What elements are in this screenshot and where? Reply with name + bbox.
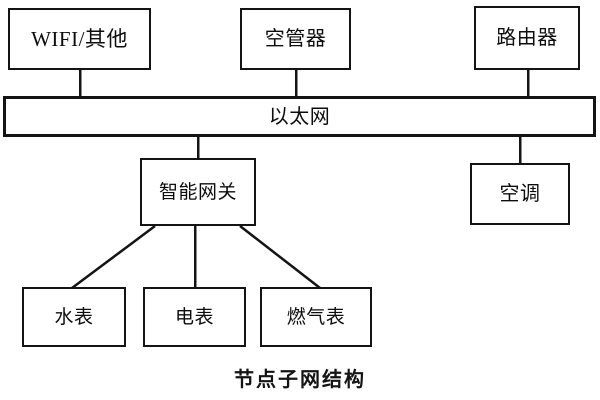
node-ethernet-bus[interactable]: 以太网 — [3, 96, 596, 137]
node-smart-gateway-label: 智能网关 — [158, 181, 237, 203]
node-wifi-label: WIFI/其他 — [31, 26, 128, 51]
node-ethernet-label: 以太网 — [268, 105, 331, 128]
node-smart-gateway[interactable]: 智能网关 — [140, 158, 256, 226]
node-air-conditioner[interactable]: 空调 — [470, 163, 570, 225]
node-router[interactable]: 路由器 — [474, 6, 580, 70]
node-water-meter[interactable]: 水表 — [22, 287, 126, 347]
node-gas-meter-label: 燃气表 — [286, 306, 346, 328]
node-air-conditioner-label: 空调 — [499, 183, 541, 205]
node-electric-meter-label: 电表 — [174, 306, 214, 328]
edge-gateway-to-water — [71, 224, 156, 290]
node-wifi[interactable]: WIFI/其他 — [8, 8, 151, 70]
edge-gateway-to-gas — [239, 225, 321, 289]
node-hvac-controller[interactable]: 空管器 — [240, 8, 351, 70]
node-water-meter-label: 水表 — [54, 306, 94, 328]
node-router-label: 路由器 — [496, 27, 558, 49]
diagram-caption: 节点子网结构 — [234, 367, 366, 391]
node-electric-meter[interactable]: 电表 — [143, 287, 246, 347]
node-gas-meter[interactable]: 燃气表 — [260, 287, 372, 347]
node-hvac-controller-label: 空管器 — [264, 28, 327, 50]
